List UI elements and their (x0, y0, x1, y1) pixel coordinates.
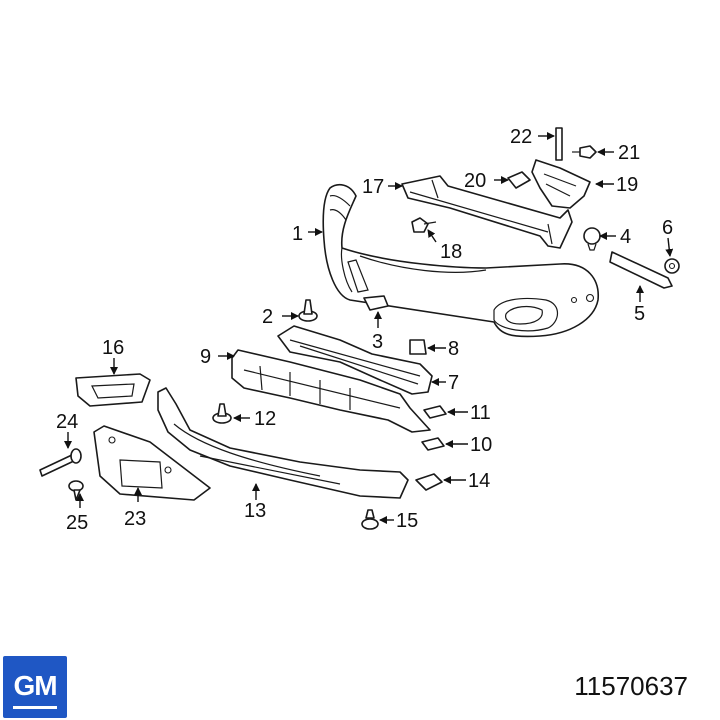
lower-support-bracket (231, 349, 431, 433)
bracket-strip-22 (555, 127, 563, 161)
callout-23: 23 (124, 508, 146, 530)
screw-25 (68, 480, 84, 501)
callout-5: 5 (634, 303, 645, 325)
callout-18: 18 (440, 241, 462, 263)
push-pin-2 (298, 299, 318, 322)
callout-16: 16 (102, 337, 124, 359)
callout-labels: 1 2 3 4 5 6 7 8 9 10 11 12 13 14 15 16 1… (56, 126, 673, 534)
callout-20: 20 (464, 170, 486, 192)
rivet-24 (39, 448, 82, 477)
callout-11: 11 (470, 402, 491, 424)
callout-12: 12 (254, 408, 276, 430)
clip-10 (421, 437, 445, 451)
bracket-3 (363, 295, 389, 311)
bolt-18 (411, 217, 437, 233)
screw-15 (361, 509, 379, 530)
callout-17: 17 (362, 176, 384, 198)
part-number: 11570637 (574, 671, 688, 701)
callout-10: 10 (470, 434, 492, 456)
lower-valance (157, 387, 409, 499)
impact-absorber (277, 325, 433, 395)
clip-20 (507, 171, 531, 189)
clip-8 (409, 339, 427, 355)
callout-25: 25 (66, 512, 88, 534)
callout-3: 3 (372, 331, 383, 353)
callout-14: 14 (468, 470, 490, 492)
upper-bumper-cover (322, 183, 599, 338)
gm-logo: GM (3, 656, 67, 718)
gm-logo-underline (13, 706, 57, 709)
callout-15: 15 (396, 510, 418, 532)
clip-11 (423, 405, 447, 419)
fog-lamp-bezel (75, 373, 151, 407)
callout-21: 21 (618, 142, 640, 164)
callout-2: 2 (262, 306, 273, 328)
bolt-21 (572, 145, 597, 159)
callout-13: 13 (244, 500, 266, 522)
push-nut-6 (664, 258, 680, 274)
callout-22: 22 (510, 126, 532, 148)
callout-4: 4 (620, 226, 631, 248)
license-plate-bracket (93, 425, 211, 501)
retainer-4 (583, 227, 601, 251)
callout-24: 24 (56, 411, 78, 433)
callout-6: 6 (662, 217, 673, 239)
push-pin-12 (212, 403, 232, 424)
callout-8: 8 (448, 338, 459, 360)
bumper-reinforcement (401, 175, 573, 249)
callout-9: 9 (200, 346, 211, 368)
side-bracket (531, 159, 591, 209)
trim-molding (609, 251, 673, 289)
callout-7: 7 (448, 372, 459, 394)
leader-lines (64, 132, 674, 524)
callout-1: 1 (292, 223, 303, 245)
callout-19: 19 (616, 174, 638, 196)
clip-nut-14 (415, 473, 443, 491)
gm-logo-text: GM (13, 670, 57, 701)
